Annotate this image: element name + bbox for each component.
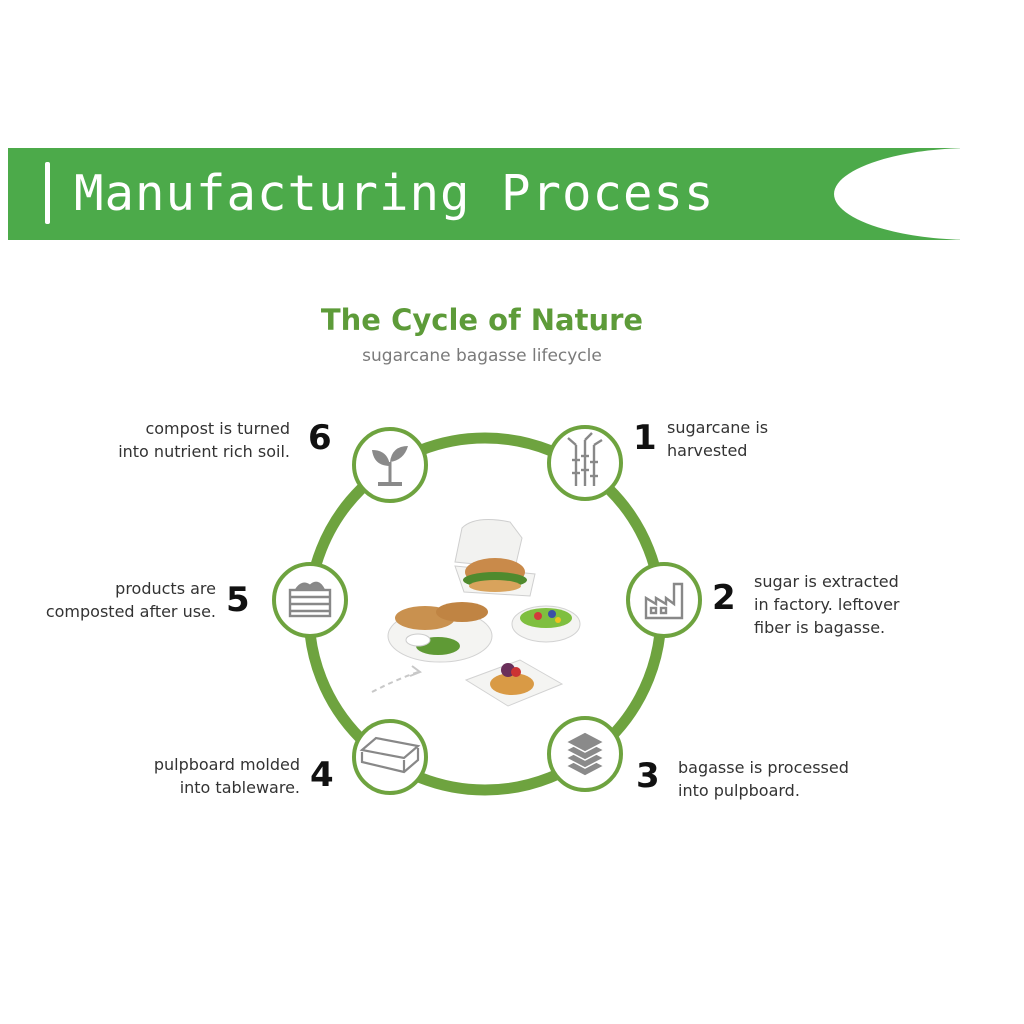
food-container-icon — [359, 736, 421, 774]
step-4-number: 4 — [310, 755, 334, 795]
step-2-text: sugar is extracted in factory. leftover … — [754, 572, 900, 637]
diagram-subtitle: sugarcane bagasse lifecycle — [362, 346, 602, 366]
tableware-illustration — [371, 519, 581, 707]
banner-accent-bar — [45, 162, 50, 224]
diagram-title: The Cycle of Nature — [320, 303, 644, 337]
compost-bin-icon — [288, 581, 332, 618]
step-1-number: 1 — [633, 418, 657, 458]
step-1-text: sugarcane is harvested — [667, 418, 769, 460]
step-5-text: products are composted after use. — [45, 579, 216, 621]
step-3-number: 3 — [636, 756, 660, 796]
sugarcane-icon — [567, 432, 603, 486]
step-6-number: 6 — [308, 418, 332, 458]
title-banner: Manufacturing Process — [8, 148, 1024, 240]
page-title: Manufacturing Process — [74, 165, 715, 222]
step-2-node — [626, 562, 702, 638]
step-5-number: 5 — [226, 580, 250, 620]
step-2-number: 2 — [712, 578, 736, 618]
step-5-node — [272, 562, 348, 638]
step-3-text: bagasse is processed into pulpboard. — [678, 758, 849, 800]
banner-notch — [834, 148, 1024, 240]
step-6-node — [352, 427, 428, 503]
step-1-node — [547, 425, 623, 501]
step-6-text: compost is turned into nutrient rich soi… — [118, 419, 290, 461]
step-4-text: pulpboard molded into tableware. — [153, 755, 300, 797]
sprout-icon — [372, 446, 408, 486]
step-4-node — [352, 719, 428, 795]
step-3-node — [547, 716, 623, 792]
factory-icon — [644, 582, 684, 620]
stacked-sheets-icon — [564, 731, 606, 777]
